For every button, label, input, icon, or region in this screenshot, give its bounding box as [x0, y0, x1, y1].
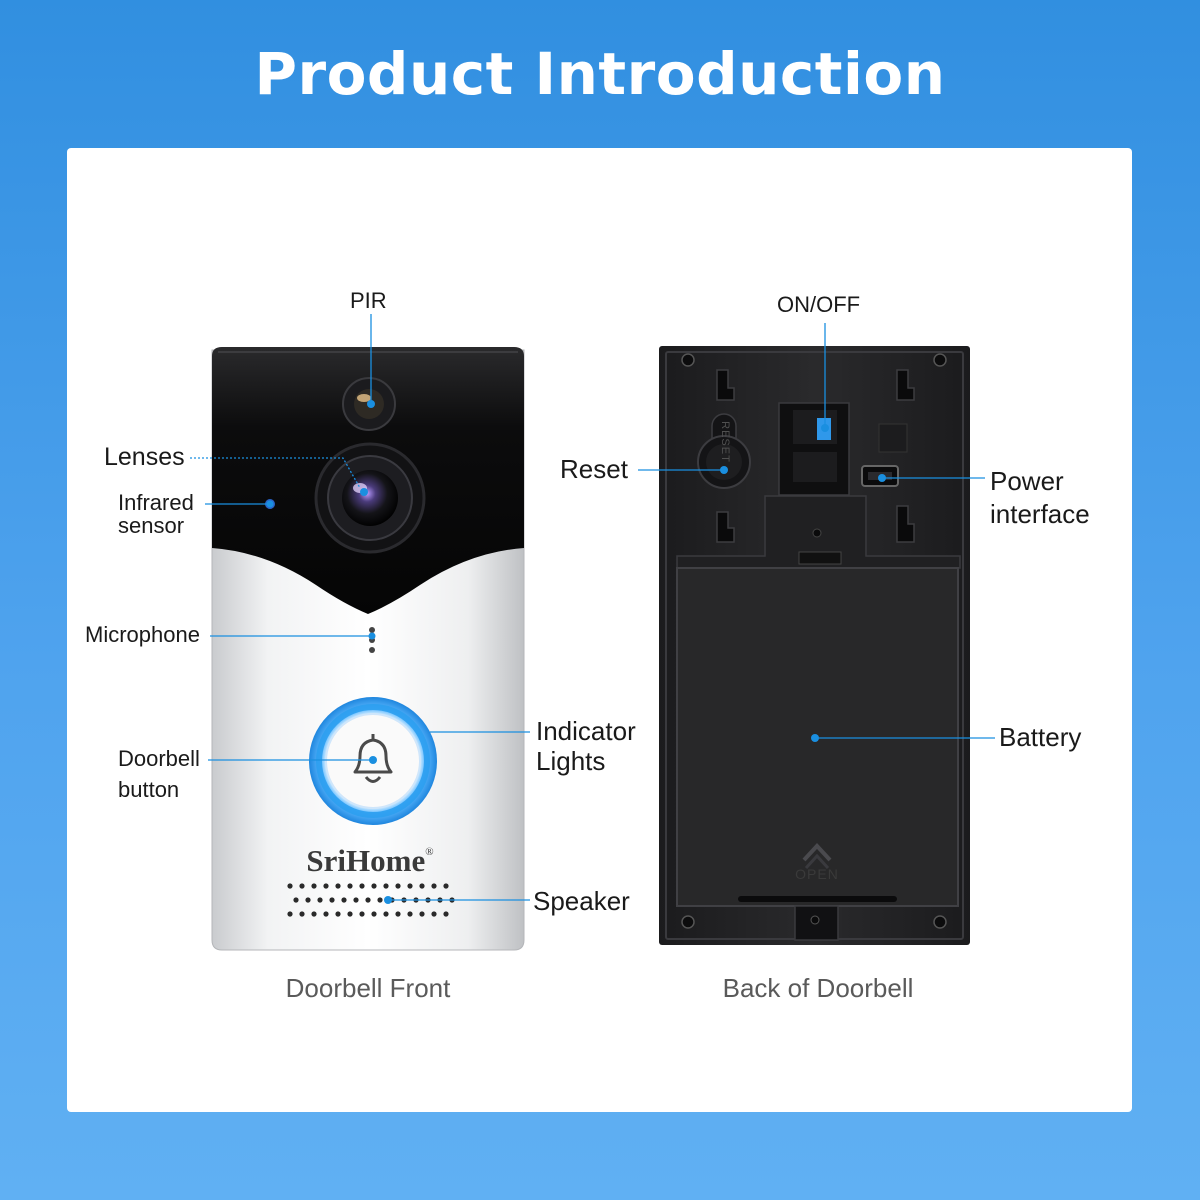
speaker-hole — [383, 883, 389, 889]
microphone-holes — [369, 627, 375, 653]
speaker-hole — [419, 911, 425, 917]
label-onoff: ON/OFF — [777, 292, 861, 317]
label-infrared-line1: Infrared — [118, 490, 194, 515]
callout-dots — [266, 400, 886, 904]
label-power-line1: Power — [990, 466, 1064, 496]
label-microphone: Microphone — [85, 622, 200, 647]
caption-front: Doorbell Front — [285, 973, 451, 1003]
speaker-hole — [419, 883, 425, 889]
label-power-line2: interface — [990, 499, 1090, 529]
label-doorbell-line2: button — [118, 777, 180, 802]
speaker-hole — [359, 883, 365, 889]
label-pir: PIR — [350, 288, 387, 313]
callout-leaders — [190, 314, 995, 901]
caption-back: Back of Doorbell — [722, 973, 914, 1003]
speaker-grille — [287, 883, 455, 917]
leader-lenses — [190, 457, 361, 489]
label-lenses: Lenses — [104, 443, 185, 471]
doorbell-back — [659, 346, 970, 945]
page-title: Product Introduction — [254, 40, 946, 108]
speaker-hole — [395, 883, 401, 889]
speaker-hole — [347, 883, 353, 889]
camera-lens — [314, 442, 426, 554]
speaker-hole — [443, 883, 449, 889]
speaker-hole — [431, 911, 437, 917]
speaker-hole — [335, 911, 341, 917]
label-infrared-line2: sensor — [118, 513, 185, 538]
speaker-hole — [341, 897, 347, 903]
doorbell-front — [211, 347, 525, 951]
speaker-hole — [287, 883, 293, 889]
speaker-hole — [371, 883, 377, 889]
speaker-hole — [407, 883, 413, 889]
speaker-hole — [299, 883, 305, 889]
speaker-hole — [443, 911, 449, 917]
pcb-area — [778, 402, 908, 496]
label-reset: Reset — [560, 454, 628, 484]
speaker-hole — [407, 911, 413, 917]
label-speaker: Speaker — [533, 886, 630, 916]
speaker-hole — [395, 911, 401, 917]
label-indicator-line2: Lights — [536, 746, 606, 776]
speaker-hole — [287, 911, 293, 917]
speaker-hole — [311, 911, 317, 917]
speaker-hole — [299, 911, 305, 917]
back-screws — [681, 353, 947, 929]
label-doorbell-line1: Doorbell — [118, 746, 200, 771]
speaker-hole — [323, 883, 329, 889]
speaker-hole — [347, 911, 353, 917]
mounting-slots — [716, 369, 915, 543]
speaker-hole — [293, 897, 299, 903]
reset-engraving: RESET — [719, 421, 731, 463]
speaker-hole — [317, 897, 323, 903]
speaker-hole — [323, 911, 329, 917]
speaker-hole — [371, 911, 377, 917]
reset-keyhole — [697, 413, 751, 489]
speaker-hole — [305, 897, 311, 903]
open-arrow-icon — [802, 843, 832, 870]
speaker-hole — [431, 883, 437, 889]
speaker-hole — [359, 911, 365, 917]
speaker-hole — [353, 897, 359, 903]
speaker-hole — [311, 883, 317, 889]
speaker-hole — [383, 911, 389, 917]
speaker-hole — [335, 883, 341, 889]
brand-logo: SriHome® — [306, 843, 434, 878]
speaker-hole — [377, 897, 383, 903]
bell-icon — [353, 734, 393, 783]
speaker-hole — [365, 897, 371, 903]
open-engraving: OPEN — [795, 866, 839, 882]
speaker-hole — [329, 897, 335, 903]
label-battery: Battery — [999, 722, 1082, 752]
label-indicator-line1: Indicator — [536, 716, 636, 746]
